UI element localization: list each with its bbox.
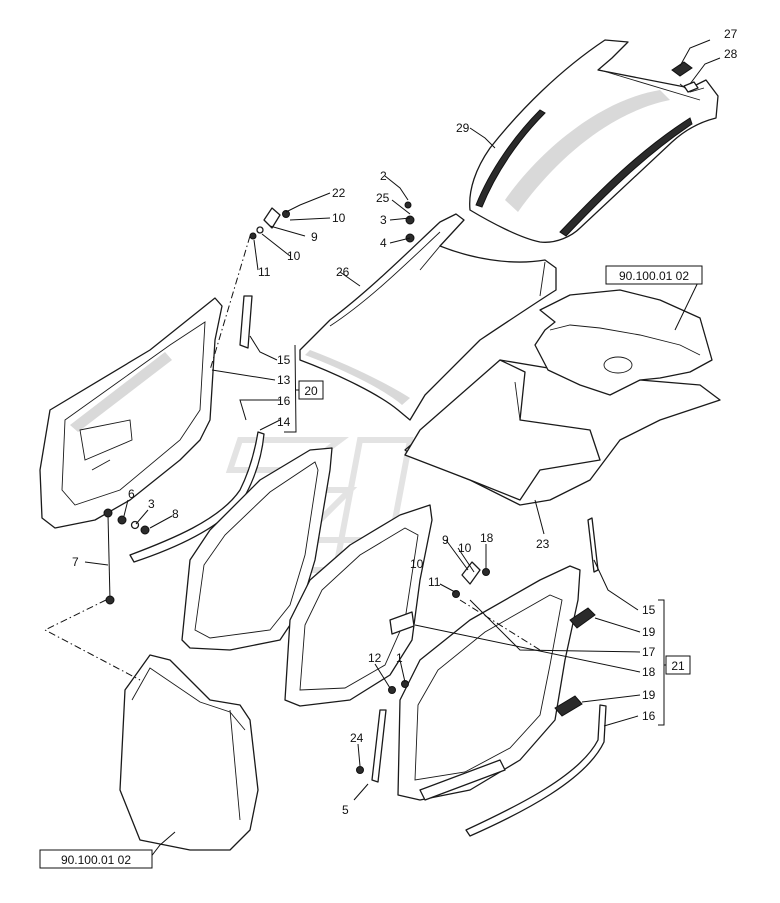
callout-23: 23 [536, 537, 550, 551]
callout-1: 1 [396, 651, 403, 665]
left-door-frame [39, 297, 223, 529]
middle-door-panel [284, 504, 433, 707]
callout-10-mid-lower: 10 [410, 557, 424, 571]
callout-8: 8 [172, 507, 179, 521]
callout-29: 29 [456, 121, 470, 135]
callout-7: 7 [72, 555, 79, 569]
callout-10-lower: 10 [287, 249, 301, 263]
hinge-set-upper-left [249, 207, 290, 240]
leader-lines [84, 39, 721, 859]
callout-9-middle: 9 [442, 533, 449, 547]
gas-strut-part-7 [103, 508, 115, 605]
hinge-set-middle [452, 561, 490, 598]
callout-5: 5 [342, 803, 349, 817]
weather-strip-part-15-left [239, 295, 253, 349]
callout-25: 25 [376, 191, 390, 205]
lower-panel [119, 654, 259, 851]
reference-label-bottom: 90.100.01 02 [61, 853, 131, 867]
alignment-lines [43, 235, 541, 681]
callout-12: 12 [368, 651, 382, 665]
bolt-set-top [404, 201, 415, 243]
callout-16-right: 16 [642, 709, 656, 723]
roof-panel-part-26 [299, 213, 557, 421]
callout-19-upper: 19 [642, 625, 656, 639]
reference-box-top: 90.100.01 02 [605, 265, 703, 285]
callout-numbers: 27 28 29 2 25 3 4 22 10 9 10 11 26 15 13… [72, 27, 738, 817]
callout-13: 13 [277, 373, 291, 387]
reference-box-bottom: 90.100.01 02 [39, 849, 153, 869]
callout-2: 2 [380, 169, 387, 183]
strut-set-bottom [356, 680, 409, 783]
callout-4: 4 [380, 236, 387, 250]
callout-10-upper: 10 [332, 211, 346, 225]
roof-cap-part-29 [469, 39, 719, 243]
callout-11-upper: 11 [258, 265, 271, 279]
callout-27: 27 [724, 27, 738, 41]
bolt-set-left [117, 515, 150, 535]
callout-18-lower: 18 [642, 665, 656, 679]
right-door-frame [397, 565, 581, 801]
callout-15-right: 15 [642, 603, 656, 617]
group-box-21: 21 [665, 655, 691, 675]
reference-label-top: 90.100.01 02 [619, 269, 689, 283]
callout-9-upper: 9 [311, 230, 318, 244]
seal-strip-part-16-right [465, 704, 607, 837]
callout-3-left: 3 [148, 497, 155, 511]
window-frame-part-14 [181, 447, 333, 651]
callout-17: 17 [642, 645, 656, 659]
callout-10-middle: 10 [458, 541, 472, 555]
callout-28: 28 [724, 47, 738, 61]
callout-19-lower: 19 [642, 688, 656, 702]
callout-15-left: 15 [277, 353, 291, 367]
callout-6: 6 [128, 487, 135, 501]
group-box-20: 20 [298, 380, 324, 400]
handle-parts-19 [554, 607, 596, 717]
seal-strip-part-16-left [129, 431, 265, 563]
callout-11-middle: 11 [428, 575, 441, 589]
callout-24: 24 [350, 731, 364, 745]
callout-22: 22 [332, 186, 346, 200]
cover-sheet-part-23 [404, 359, 721, 506]
callout-26: 26 [336, 265, 350, 279]
callout-20: 20 [304, 384, 318, 398]
weather-strip-part-15-right [587, 517, 599, 573]
callout-18-upper: 18 [480, 531, 494, 545]
callout-3-top: 3 [380, 213, 387, 227]
floor-mat [534, 289, 713, 396]
callout-21: 21 [671, 659, 685, 673]
callout-16-left: 16 [277, 394, 291, 408]
callout-14: 14 [277, 415, 291, 429]
